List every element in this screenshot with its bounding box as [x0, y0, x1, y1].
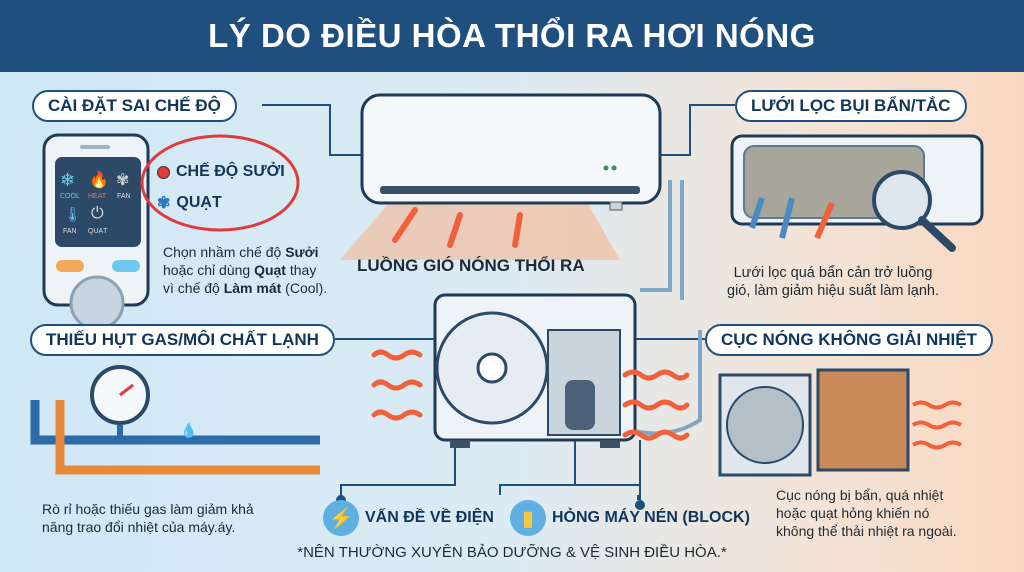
svg-text:💧: 💧 — [180, 422, 197, 439]
label-wrong-mode: CÀI ĐẶT SAI CHẾ ĐỘ — [32, 90, 237, 122]
option-fan-mode: ✾ QUẠT — [157, 193, 222, 213]
option-heat-label: CHẾ ĐỘ SƯỞI — [176, 163, 285, 180]
red-highlight-ellipse — [140, 134, 300, 232]
footer-note: *NÊN THƯỜNG XUYÊN BẢO DƯỠNG & VỆ SINH ĐI… — [297, 544, 727, 561]
dirty-filter-illustration — [730, 134, 984, 252]
title-bar: LÝ DO ĐIỀU HÒA THỔI RA HƠI NÓNG — [0, 0, 1024, 72]
compressor-failure: ▮ HỎNG MÁY NÉN (BLOCK) — [510, 500, 750, 536]
label-condenser-overheat: CỤC NÓNG KHÔNG GIẢI NHIỆT — [705, 324, 993, 356]
outdoor-unit-illustration — [371, 293, 690, 448]
remote-control-illustration — [42, 133, 150, 331]
page-title: LÝ DO ĐIỀU HÒA THỔI RA HƠI NÓNG — [208, 17, 816, 54]
compressor-icon: ▮ — [510, 500, 546, 536]
mode-description: Chọn nhầm chế độ Sưởi hoặc chỉ dùng Quạt… — [163, 244, 328, 296]
indoor-unit-illustration — [340, 93, 662, 260]
lightning-icon: ⚡ — [323, 500, 359, 536]
snowflake-icon: ❄ — [60, 170, 76, 190]
remote-cool-label: COOL — [60, 193, 80, 200]
electrical-issue-label: VẤN ĐỀ VỀ ĐIỆN — [365, 509, 494, 526]
power-icon: ⏻ — [91, 205, 104, 222]
red-dot-icon — [157, 165, 170, 179]
fan-icon: ✾ — [157, 195, 171, 212]
electrical-issue: ⚡ VẤN ĐỀ VỀ ĐIỆN — [323, 500, 494, 536]
remote-power-label: QUẠT — [88, 228, 108, 235]
hot-airflow-label: LUỒNG GIÓ NÓNG THỔI RA — [357, 256, 585, 275]
remote-fan2-label: FAN — [63, 228, 77, 235]
gas-pipes-gauge-illustration: 💧 — [30, 365, 320, 475]
label-dirty-filter: LƯỚI LỌC BỤI BẨN/TẮC — [735, 90, 967, 122]
flame-icon: 🔥 — [89, 172, 109, 189]
dirty-condenser-illustration — [718, 368, 963, 477]
label-low-gas: THIẾU HỤT GAS/MÔI CHẤT LẠNH — [30, 324, 335, 356]
option-heat-mode: CHẾ ĐỘ SƯỞI — [157, 163, 285, 181]
compressor-failure-label: HỎNG MÁY NÉN (BLOCK) — [552, 509, 750, 526]
remote-heat-label: HEAT — [88, 193, 107, 200]
option-fan-label: QUẠT — [176, 194, 222, 211]
thermometer-icon: 🌡 — [64, 206, 82, 222]
fan-icon: ✾ — [116, 172, 130, 189]
remote-fan-label: FAN — [117, 193, 131, 200]
